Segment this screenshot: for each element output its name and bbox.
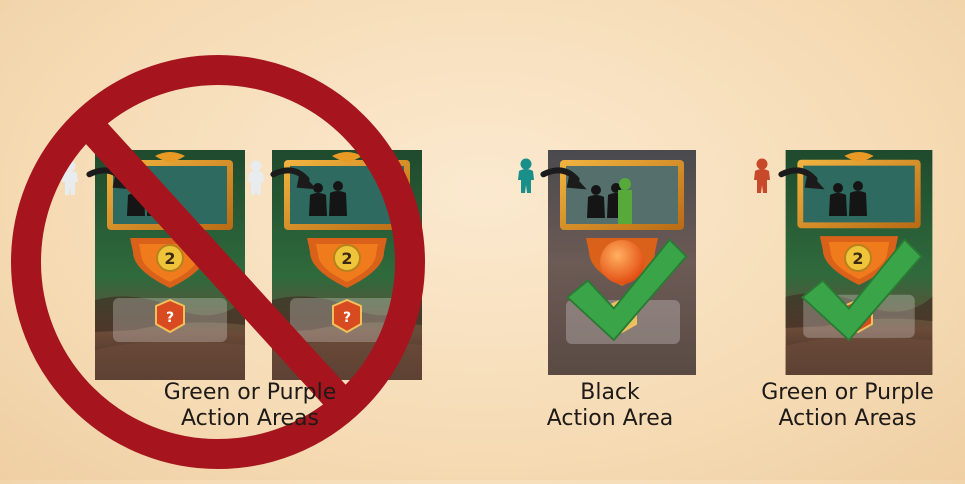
bonus-tile-icon: ? (333, 300, 361, 332)
caption-valid: Green or Purple Action Areas (735, 380, 960, 432)
card-1-cost: 2 (164, 249, 175, 268)
caption-valid-line2: Action Areas (735, 406, 960, 432)
meeple-icon (518, 159, 534, 194)
caption-invalid-line2: Action Areas (110, 406, 390, 432)
coin-stack-icon: 2 (845, 245, 871, 271)
caption-black-line1: Black (505, 380, 715, 406)
card-4-cost: 2 (852, 249, 863, 268)
caption-black: Black Action Area (505, 380, 715, 432)
caption-black-line2: Action Area (505, 406, 715, 432)
card-1-bonus: ? (166, 310, 174, 326)
caption-invalid: Green or Purple Action Areas (110, 380, 390, 432)
coin-stack-icon: 2 (334, 245, 360, 271)
coin-stack-icon: 2 (157, 245, 183, 271)
orb-icon (600, 240, 644, 284)
meeple-icon (248, 161, 264, 196)
meeple-icon (754, 159, 770, 194)
card-2-cost: 2 (341, 249, 352, 268)
caption-valid-line1: Green or Purple (735, 380, 960, 406)
bonus-tile-icon: ? (156, 300, 184, 332)
card-2-bonus: ? (343, 310, 351, 326)
caption-invalid-line1: Green or Purple (110, 380, 390, 406)
